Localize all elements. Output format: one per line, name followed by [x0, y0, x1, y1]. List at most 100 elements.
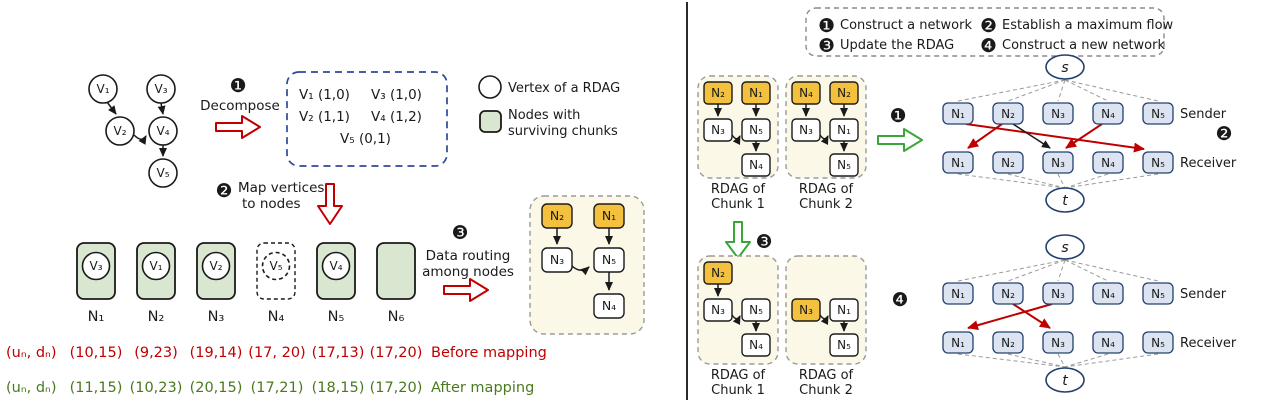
storage-node-n1: V₃ N₁ — [76, 242, 116, 325]
net1-dash-s-n3 — [1057, 79, 1066, 102]
node-n2-vertex-label: V₁ — [149, 259, 162, 273]
net1-sink — [1045, 187, 1085, 213]
net1-sender-n3-label: N₃ — [1051, 107, 1065, 121]
net1-flow-s4-r3 — [1065, 123, 1103, 149]
storage-node-n5: V₄ N₅ — [316, 242, 356, 325]
steps-legend-box: ❶ Construct a network ❷ Establish a maxi… — [805, 7, 1174, 57]
net2-dash-r3-t — [1057, 353, 1066, 368]
net2-flow-s2-r3 — [1012, 303, 1051, 329]
rdagC-n3 — [703, 298, 733, 322]
net2-sink — [1045, 367, 1085, 393]
rdagB-n5 — [829, 153, 859, 177]
net1-source — [1045, 54, 1085, 80]
net1-dash-r3-t — [1057, 173, 1066, 189]
node-n1-vertex-circle — [81, 251, 111, 281]
rdag-chunk2-top: N₄ N₂ N₃ N₁ N₅ RDAG of Chunk 2 — [785, 75, 867, 212]
rdagA-n3 — [703, 118, 733, 142]
vertex-v3 — [146, 74, 176, 104]
node-n6-label: N₆ — [388, 309, 405, 325]
routing-node-n5-label: N₅ — [602, 252, 616, 267]
storage-node-n4: V₅ N₄ — [256, 242, 296, 325]
storage-node-n2: V₁ N₂ — [136, 242, 176, 325]
rdagA-n5-label: N₅ — [749, 123, 763, 137]
map-arrow-icon — [317, 183, 343, 225]
node-n1-label: N₁ — [88, 309, 105, 325]
rdagA-n1-label: N₁ — [749, 86, 763, 100]
rdagD-n5 — [829, 333, 859, 357]
storage-node-n3: V₂ N₃ — [196, 242, 236, 325]
before-value-5: (17,13) — [312, 345, 365, 361]
steps-legend-border — [805, 7, 1165, 57]
net2-receiver-row-label: Receiver — [1180, 336, 1237, 351]
step2-label-line1: Map vertices — [238, 180, 324, 196]
step3-badge: ❸ — [451, 222, 468, 244]
step1-decompose: ❶ Decompose — [200, 75, 280, 139]
node-n4-label: N₄ — [268, 309, 285, 325]
net1-receiver-n3 — [1042, 151, 1074, 174]
net2-dash-r1-t — [957, 353, 1066, 368]
node-n3-vertex-label: V₂ — [209, 259, 222, 273]
net1-sender-n3 — [1042, 102, 1074, 125]
net2-receiver-n2-label: N₂ — [1001, 336, 1015, 350]
net1-receiver-n2-label: N₂ — [1001, 156, 1015, 170]
legend-step1-label: Construct a network — [840, 18, 972, 33]
net1-dash-r1-t — [957, 173, 1066, 189]
vertex-v4 — [148, 116, 178, 146]
rdagC-n2-label: N₂ — [711, 266, 725, 280]
net2-receiver-n3-label: N₃ — [1051, 336, 1065, 350]
rdag-chunk2-bottom: N₃ N₁ N₅ RDAG of Chunk 2 — [785, 255, 867, 398]
routing-node-n3-label: N₃ — [550, 252, 564, 267]
legend-step1-badge: ❶ — [818, 15, 835, 37]
rdagC-n3-label: N₃ — [711, 303, 725, 317]
after-mapping-row: (uₙ, dₙ) (11,15) (10,23) (20,15) (17,21)… — [6, 380, 534, 396]
net2-receiver-n5 — [1142, 331, 1174, 354]
rdagA-n4 — [741, 153, 771, 177]
net1-dash-r2-t — [1007, 173, 1066, 189]
before-value-1: (10,15) — [70, 345, 123, 361]
after-value-6: (17,20) — [370, 380, 423, 396]
net1-receiver-n5 — [1142, 151, 1174, 174]
vertex-legend-icon — [478, 75, 502, 99]
before-value-6: (17,20) — [370, 345, 423, 361]
edge-v3-v4 — [157, 102, 166, 115]
step1-badge-right: ❶ — [889, 105, 906, 127]
net2-source-label: s — [1061, 240, 1068, 256]
after-value-1: (11,15) — [70, 380, 123, 396]
net1-sender-n4 — [1092, 102, 1124, 125]
before-mapping-row: (uₙ, dₙ) (10,15) (9,23) (19,14) (17, 20)… — [6, 345, 547, 361]
net2-flow-s3-r1 — [967, 303, 1053, 331]
right-panel: ❶ Construct a network ❷ Establish a maxi… — [697, 7, 1237, 398]
legend-nodes-label-2: surviving chunks — [508, 124, 618, 139]
step2-badge: ❷ — [215, 180, 232, 202]
rdag-chunk2-bottom-caption-2: Chunk 2 — [799, 383, 853, 398]
decompose-box: V₁ (1,0) V₃ (1,0) V₂ (1,1) V₄ (1,2) V₅ (… — [286, 71, 448, 167]
routing-box: N₂ N₁ N₃ N₅ N₄ — [529, 195, 645, 335]
net2-receiver-n1 — [942, 331, 974, 354]
step3-label-line1: Data routing — [426, 248, 511, 264]
step4-badge-right: ❹ — [891, 289, 908, 311]
node-n5-label: N₅ — [328, 309, 345, 325]
net2-sender-n4 — [1092, 282, 1124, 305]
after-value-4: (17,21) — [251, 380, 304, 396]
rdagB-n1-label: N₁ — [837, 123, 851, 137]
node-n3-vertex-circle — [201, 251, 231, 281]
storage-node-n6: N₆ — [376, 242, 416, 325]
net1-flow-s1-r5 — [965, 123, 1145, 153]
step2-label-line2: to nodes — [242, 196, 301, 212]
step1-badge: ❶ — [229, 75, 246, 97]
net2-dash-r4-t — [1064, 353, 1109, 368]
net1-sender-n5-label: N₅ — [1151, 107, 1165, 121]
vertex-v2 — [105, 116, 135, 146]
rdag-chunk2-top-caption-2: Chunk 2 — [799, 197, 853, 212]
step3-label-line2: among nodes — [422, 264, 514, 280]
vertex-v5-label: V₅ — [156, 166, 169, 180]
node-n1-vertex-label: V₃ — [89, 259, 102, 273]
rdag-chunk2-top-caption-1: RDAG of — [799, 182, 854, 197]
net2-dash-s-n2 — [1007, 259, 1066, 282]
step1-arrow-group: ❶ — [877, 105, 923, 152]
routing-edge-n3-n5 — [571, 265, 590, 276]
edge-v1-v2 — [106, 101, 117, 115]
vertex-v4-label: V₄ — [156, 124, 169, 138]
